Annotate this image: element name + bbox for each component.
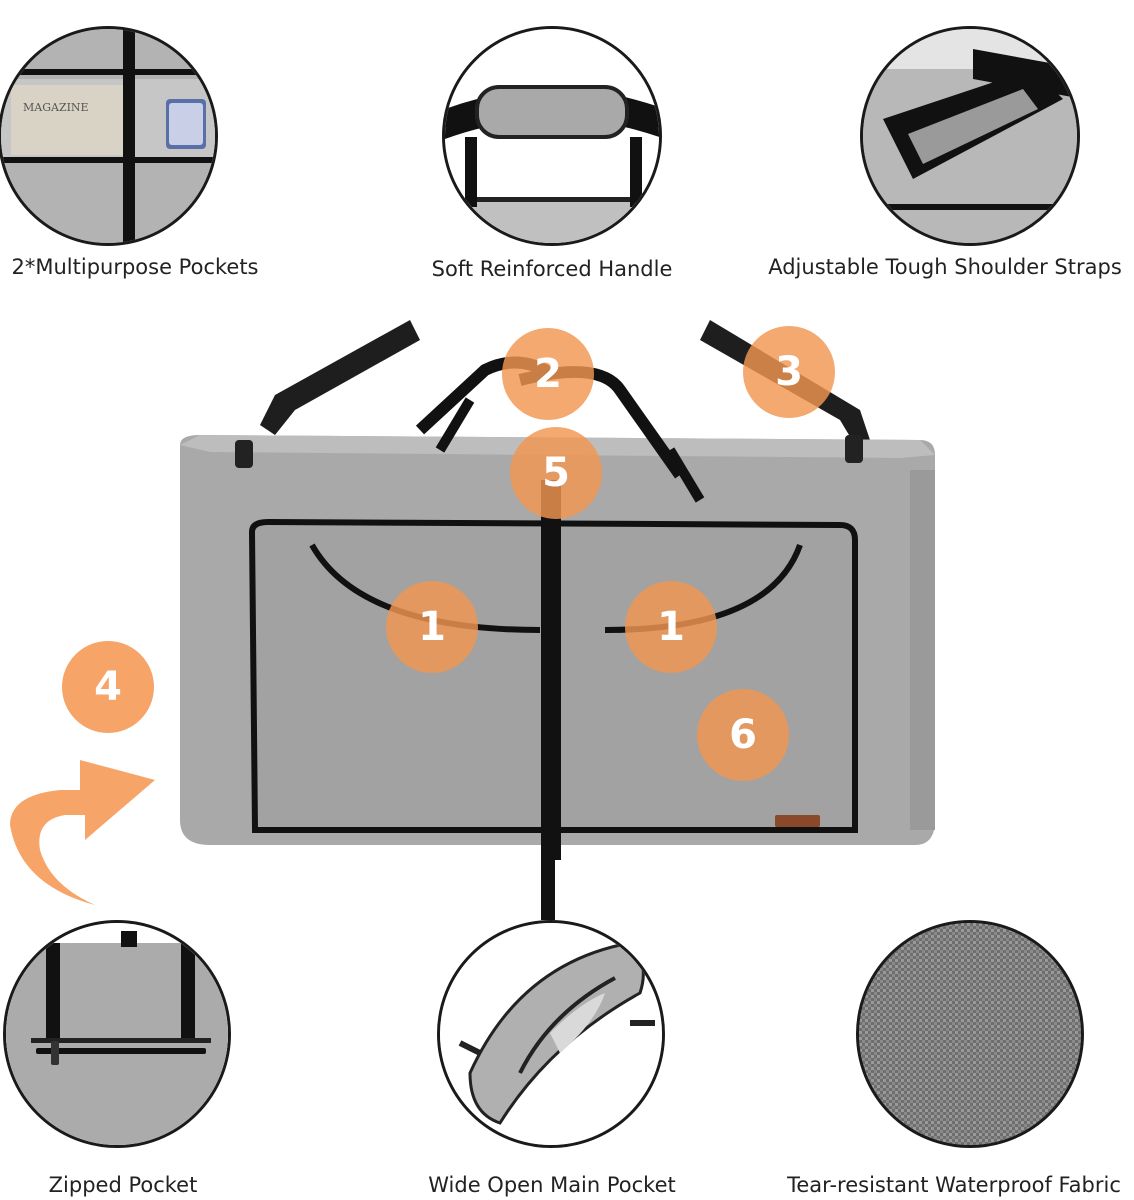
- main-caption: Wide Open Main Pocket: [428, 1173, 676, 1197]
- badge-side: 4: [62, 641, 154, 733]
- badge-pocket-left: 1: [386, 581, 478, 673]
- pockets-detail-image: MAGAZINE: [0, 26, 218, 246]
- handle-caption: Soft Reinforced Handle: [431, 257, 673, 281]
- badge-strap: 3: [743, 326, 835, 418]
- magazine-text: MAGAZINE: [23, 101, 89, 114]
- badge-pocket-right: 1: [625, 581, 717, 673]
- badge-top-strap: 5: [510, 427, 602, 519]
- straps-caption: Adjustable Tough Shoulder Straps: [768, 255, 1122, 279]
- zipped-pocket-image: [3, 920, 231, 1148]
- main-pocket-image: [437, 920, 665, 1148]
- straps-detail-image: [860, 26, 1080, 246]
- pockets-caption: 2*Multipurpose Pockets: [11, 255, 259, 279]
- badge-handle: 2: [502, 328, 594, 420]
- zipped-caption: Zipped Pocket: [48, 1173, 198, 1197]
- fabric-texture-image: [856, 920, 1084, 1148]
- handle-detail-image: [442, 26, 662, 246]
- fabric-caption: Tear-resistant Waterproof Fabric: [787, 1173, 1121, 1197]
- badge-main: 6: [697, 689, 789, 781]
- curved-arrow-icon: [0, 735, 170, 910]
